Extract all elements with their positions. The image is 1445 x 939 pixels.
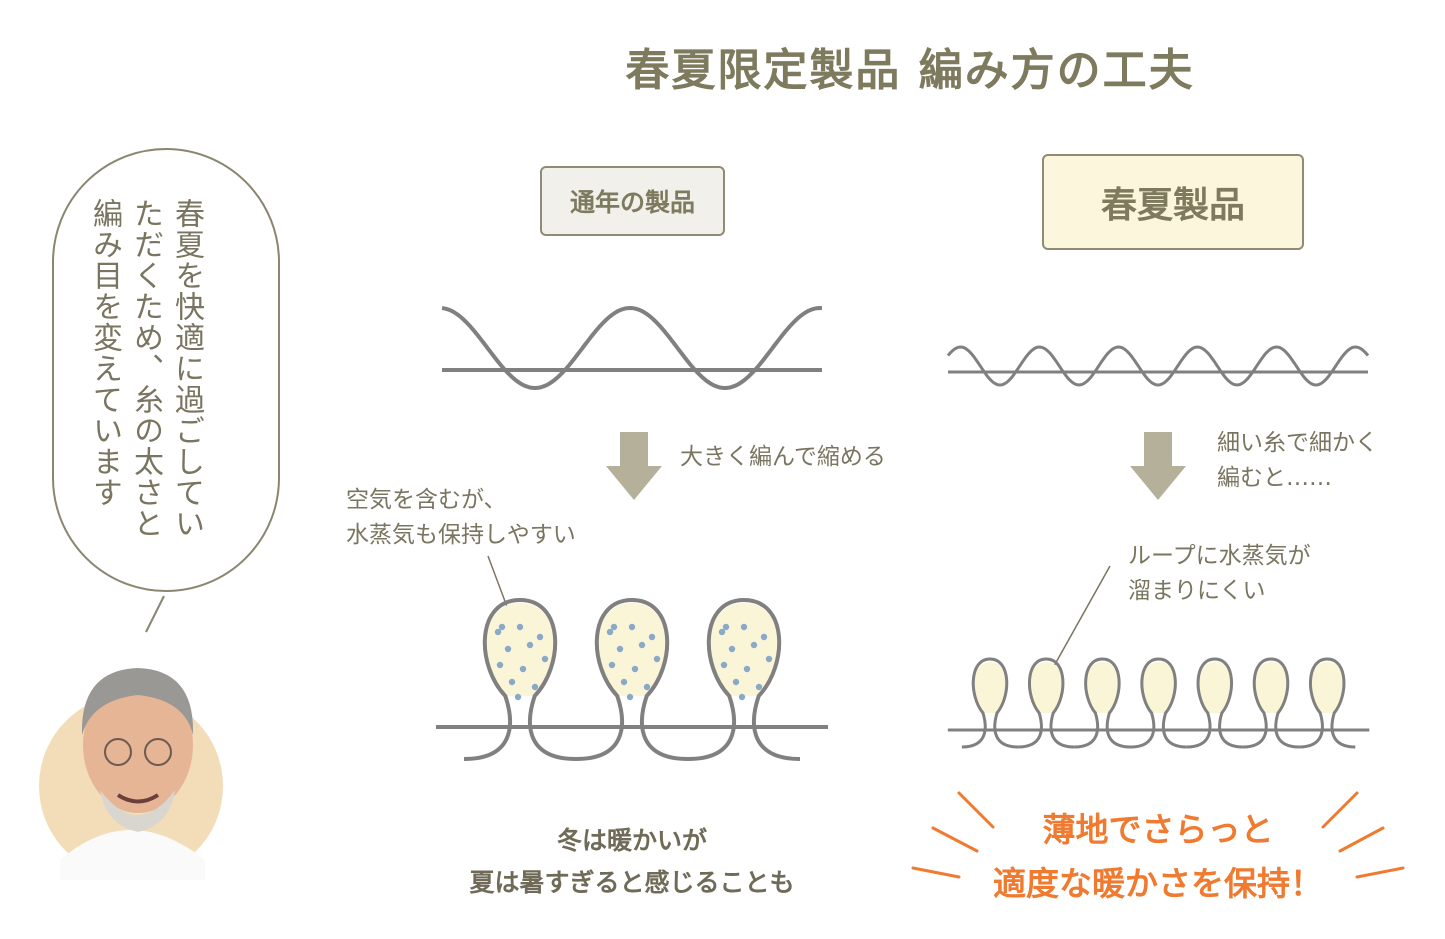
water-vapor-dot <box>722 623 730 631</box>
yarn-wave-left <box>441 305 823 390</box>
loop-note-right: ループに水蒸気が 溜まりにくい <box>1128 539 1311 609</box>
loop-fill <box>1254 662 1288 713</box>
water-vapor-dot <box>541 655 549 663</box>
water-vapor-dot <box>610 623 618 631</box>
label-year-round-product: 通年の製品 <box>540 166 725 236</box>
arrow-down-icon <box>1130 432 1186 500</box>
water-vapor-dot <box>648 633 656 641</box>
yarn-loop <box>1186 657 1243 749</box>
loop-fill <box>973 662 1007 713</box>
water-vapor-dot <box>536 633 544 641</box>
loops-left <box>436 597 828 761</box>
loop-fill <box>1198 662 1231 713</box>
loops-right <box>947 657 1370 749</box>
water-vapor-dot <box>755 683 763 691</box>
yarn-wave-right <box>946 345 1370 387</box>
caption-line: 夏は暑すぎると感じることも <box>469 868 795 897</box>
yarn-loop <box>463 597 577 761</box>
water-vapor-dot <box>606 628 614 636</box>
loop-fill <box>1030 662 1063 713</box>
arrow-note-line: 細い糸で細かく <box>1217 430 1378 456</box>
arrow-note-line: 編むと…… <box>1217 465 1332 491</box>
water-vapor-dot <box>720 661 728 669</box>
speech-bubble-text: 春夏を快適に過ごしていただくため、糸の太さと編み目を変えています <box>87 198 204 539</box>
water-vapor-dot <box>743 665 751 673</box>
water-vapor-dot <box>608 661 616 669</box>
water-vapor-dot <box>514 693 522 701</box>
caption-left: 冬は暖かいが 夏は暑すぎると感じることも <box>432 820 832 904</box>
water-vapor-dot <box>740 623 748 631</box>
yarn-loop <box>687 597 801 761</box>
water-vapor-dot <box>531 683 539 691</box>
slogan-line: 薄地でさらっと <box>1042 810 1274 849</box>
loop-fill <box>1086 662 1119 713</box>
loop-fill <box>1142 662 1175 713</box>
water-vapor-dot <box>653 655 661 663</box>
yarn-loop <box>1299 657 1356 749</box>
loop-note-line: 水蒸気も保持しやすい <box>346 522 576 548</box>
water-vapor-dot <box>626 693 634 701</box>
loop-note-line: ループに水蒸気が <box>1128 543 1311 569</box>
water-vapor-dot <box>519 665 527 673</box>
slogan: 薄地でさらっと 適度な暖かさを保持！ <box>958 803 1358 911</box>
water-vapor-dot <box>760 633 768 641</box>
yarn-loop <box>961 657 1019 749</box>
arrow-down-icon <box>606 432 662 500</box>
arrow-note-right: 細い糸で細かく 編むと…… <box>1217 426 1378 496</box>
yarn-loop <box>1018 657 1075 749</box>
loop-note-line: 溜まりにくい <box>1128 578 1266 604</box>
water-vapor-dot <box>498 623 506 631</box>
yarn-loop <box>1074 657 1131 749</box>
water-vapor-dot <box>620 678 628 686</box>
water-vapor-dot <box>526 641 534 649</box>
water-vapor-dot <box>504 645 512 653</box>
water-vapor-dot <box>732 678 740 686</box>
water-vapor-dot <box>765 655 773 663</box>
loop-note-left: 空気を含むが、 水蒸気も保持しやすい <box>346 483 576 553</box>
label-spring-summer-product: 春夏製品 <box>1042 154 1304 250</box>
emphasis-lines <box>911 791 1405 879</box>
water-vapor-dot <box>508 678 516 686</box>
water-vapor-dot <box>616 645 624 653</box>
slogan-line: 適度な暖かさを保持！ <box>993 864 1323 903</box>
water-vapor-dot <box>516 623 524 631</box>
yarn-loop <box>1130 657 1187 749</box>
caption-line: 冬は暖かいが <box>556 826 707 855</box>
arrow-note-left: 大きく編んで縮める <box>680 444 886 470</box>
water-vapor-dot <box>750 641 758 649</box>
water-vapor-dot <box>628 623 636 631</box>
water-vapor-dot <box>718 628 726 636</box>
leader-line <box>1053 565 1111 667</box>
water-vapor-dot <box>738 693 746 701</box>
water-vapor-dot <box>638 641 646 649</box>
water-vapor-dot <box>631 665 639 673</box>
loop-fill <box>1311 662 1344 713</box>
page-title: 春夏限定製品 編み方の工夫 <box>625 45 1195 96</box>
bubble-tail <box>145 595 165 633</box>
water-vapor-dot <box>728 645 736 653</box>
yarn-loop <box>575 597 689 761</box>
yarn-loop <box>1242 657 1300 749</box>
water-vapor-dot <box>496 661 504 669</box>
loop-note-line: 空気を含むが、 <box>346 487 507 513</box>
water-vapor-dot <box>643 683 651 691</box>
avatar <box>39 668 223 880</box>
water-vapor-dot <box>494 628 502 636</box>
speech-bubble <box>52 148 280 592</box>
